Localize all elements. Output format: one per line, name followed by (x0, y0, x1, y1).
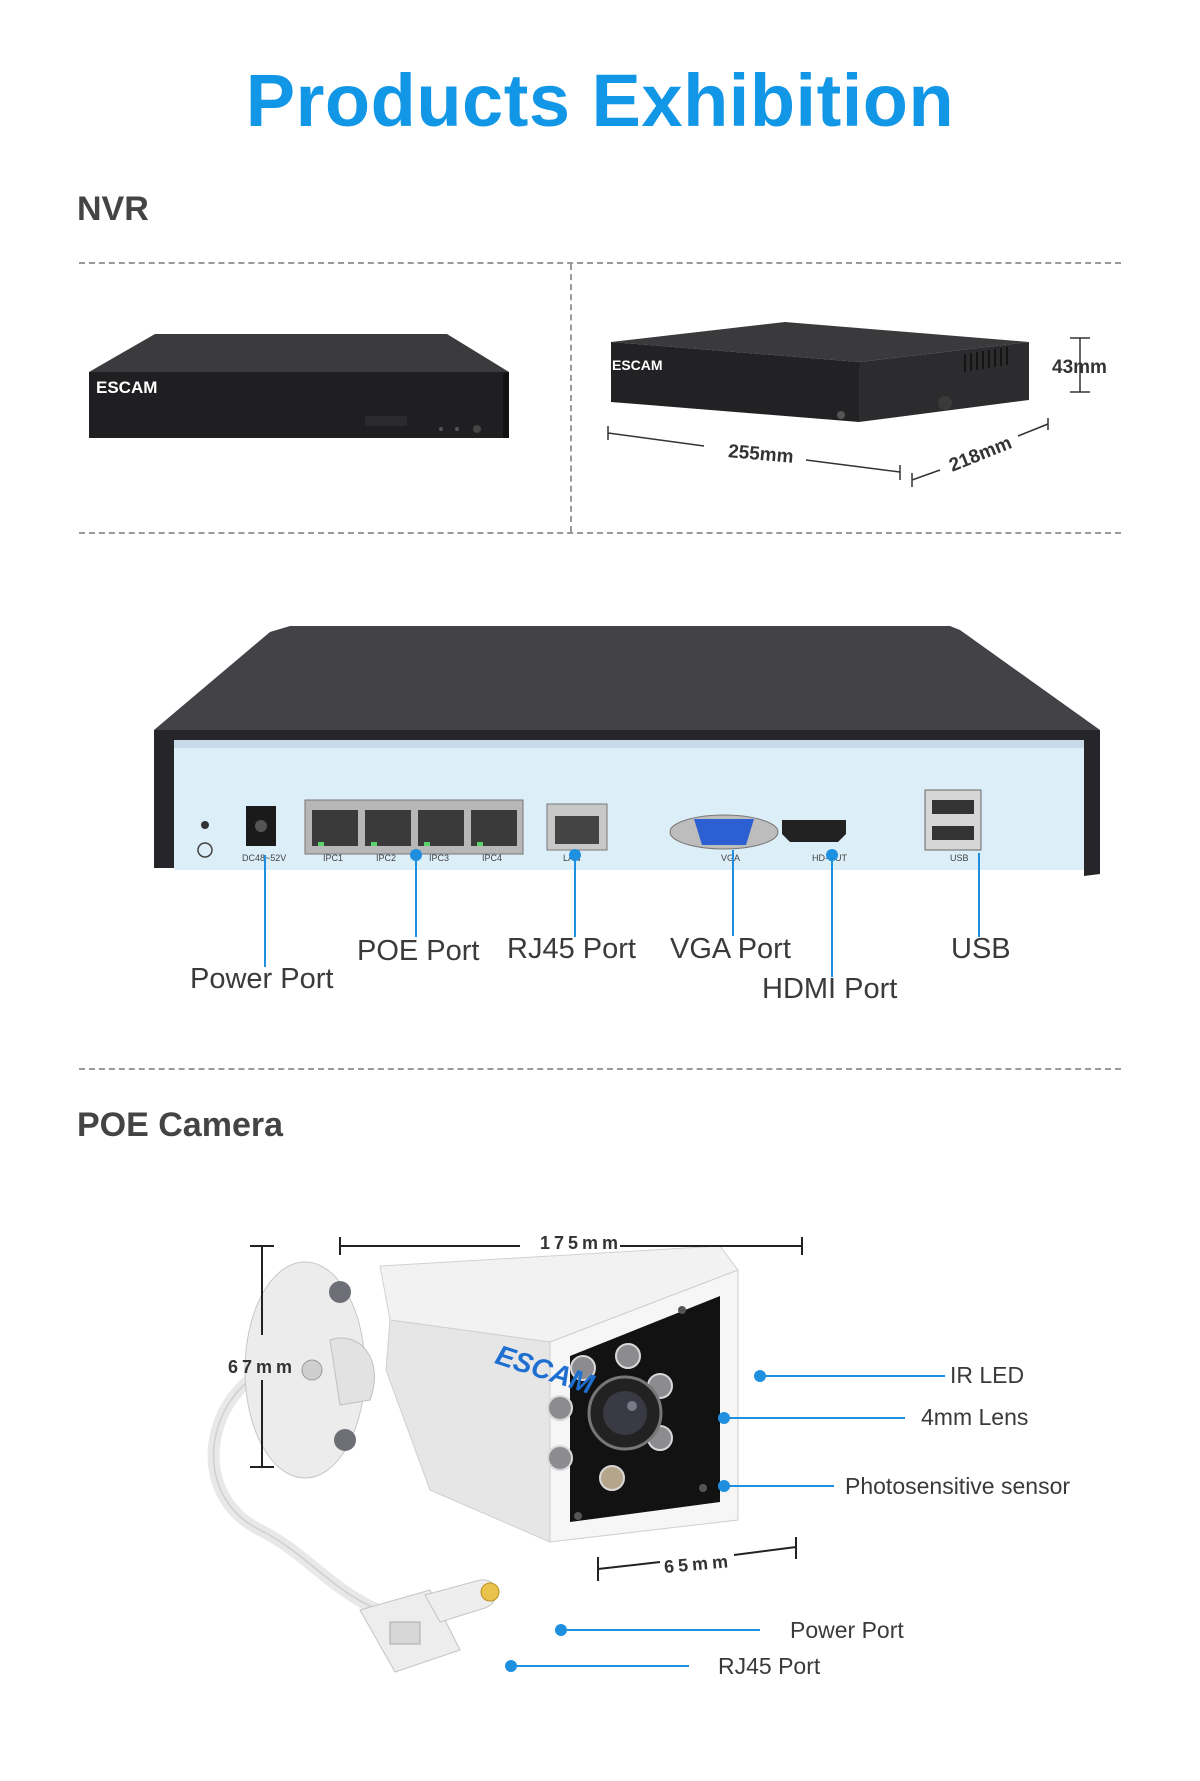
callout-line (831, 855, 833, 977)
callout-line (561, 1629, 760, 1631)
nvr-front-image (89, 334, 509, 438)
callout-line (732, 850, 734, 936)
callout-line (760, 1375, 945, 1377)
nvr-dimension-lines (607, 337, 1090, 487)
callout-line (724, 1485, 834, 1487)
callout-line (264, 855, 266, 967)
camera-dimension-lines (250, 1237, 803, 1581)
section-heading-nvr: NVR (77, 190, 149, 228)
callout-poe-port: POE Port (357, 935, 480, 967)
poe-camera-image (207, 1245, 739, 1673)
divider (79, 262, 1121, 264)
callout-camera-rj45-port: RJ45 Port (718, 1653, 821, 1679)
callout-photosensitive-sensor: Photosensitive sensor (845, 1473, 1071, 1499)
callout-power-port: Power Port (190, 963, 334, 995)
callout-line (574, 855, 576, 937)
section-heading-camera: POE Camera (77, 1106, 283, 1144)
callout-hdmi-port: HDMI Port (762, 973, 898, 1005)
port-label-ipc4: IPC4 (482, 853, 503, 863)
divider (570, 264, 572, 532)
nvr-front-brand: ESCAM (96, 378, 158, 397)
port-label-vga: VGA (721, 853, 741, 863)
divider (79, 532, 1121, 534)
callout-line (511, 1665, 689, 1667)
callout-line (724, 1417, 905, 1419)
callout-lens: 4mm Lens (921, 1404, 1029, 1430)
page-title: Products Exhibition (245, 59, 955, 142)
camera-height-dim: 67mm (228, 1357, 297, 1377)
callout-vga-port: VGA Port (670, 933, 791, 965)
callout-usb: USB (951, 933, 1011, 965)
port-label-ipc2: IPC2 (376, 853, 397, 863)
nvr-height-dim: 43mm (1052, 357, 1107, 378)
callout-line (978, 853, 980, 937)
port-label-ipc3: IPC3 (429, 853, 450, 863)
camera-length-dim: 175mm (540, 1233, 623, 1253)
callout-ir-led: IR LED (950, 1362, 1025, 1388)
callout-rj45-port: RJ45 Port (507, 933, 636, 965)
port-label-ipc1: IPC1 (323, 853, 344, 863)
nvr-isometric-image (611, 322, 1029, 422)
port-label-usb: USB (950, 853, 969, 863)
divider (79, 1068, 1121, 1070)
nvr-isometric-brand: ESCAM (612, 357, 663, 373)
nvr-back-image (154, 626, 1100, 876)
callout-camera-power-port: Power Port (790, 1617, 904, 1643)
callout-line (415, 855, 417, 937)
